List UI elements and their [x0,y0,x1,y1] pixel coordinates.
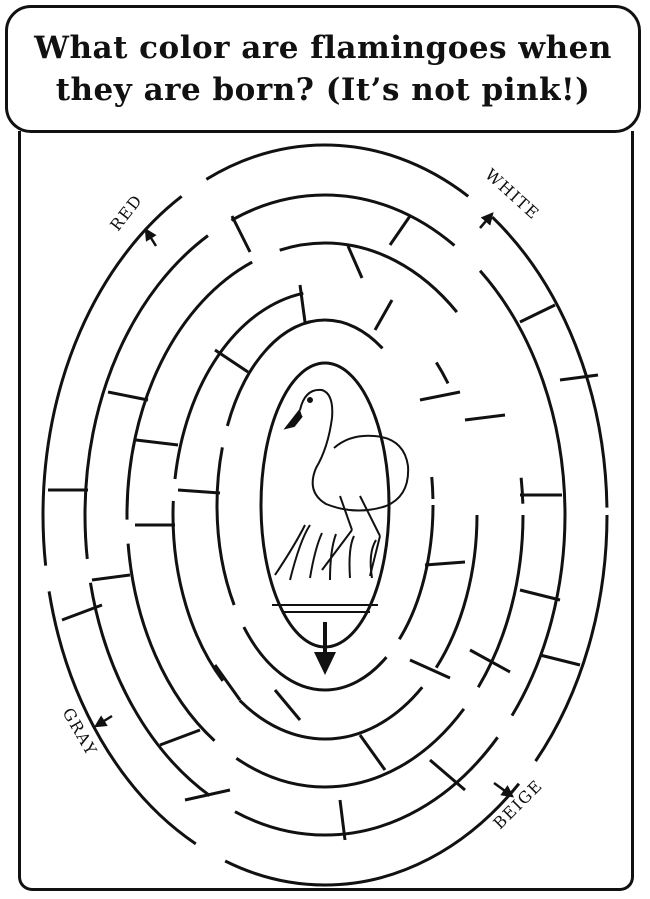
exit-label-red[interactable]: RED [106,190,146,234]
maze-frame [18,131,634,891]
exit-label-gray[interactable]: GRAY [59,705,102,760]
maze-walls [41,143,609,887]
arrow-gray [93,714,113,728]
arrow-beige [493,781,515,798]
flamingo-picture [272,388,410,613]
arrow-red [144,227,158,247]
question-banner: What color are flamingoes when they are … [5,5,641,133]
question-line-1: What color are flamingoes when [34,30,612,66]
exit-arrows [93,212,515,798]
maze-cross-walls [48,215,599,841]
start-arrow [314,622,336,675]
question-line-2: they are born? (It’s not pink!) [55,72,591,108]
arrow-white [479,212,494,229]
